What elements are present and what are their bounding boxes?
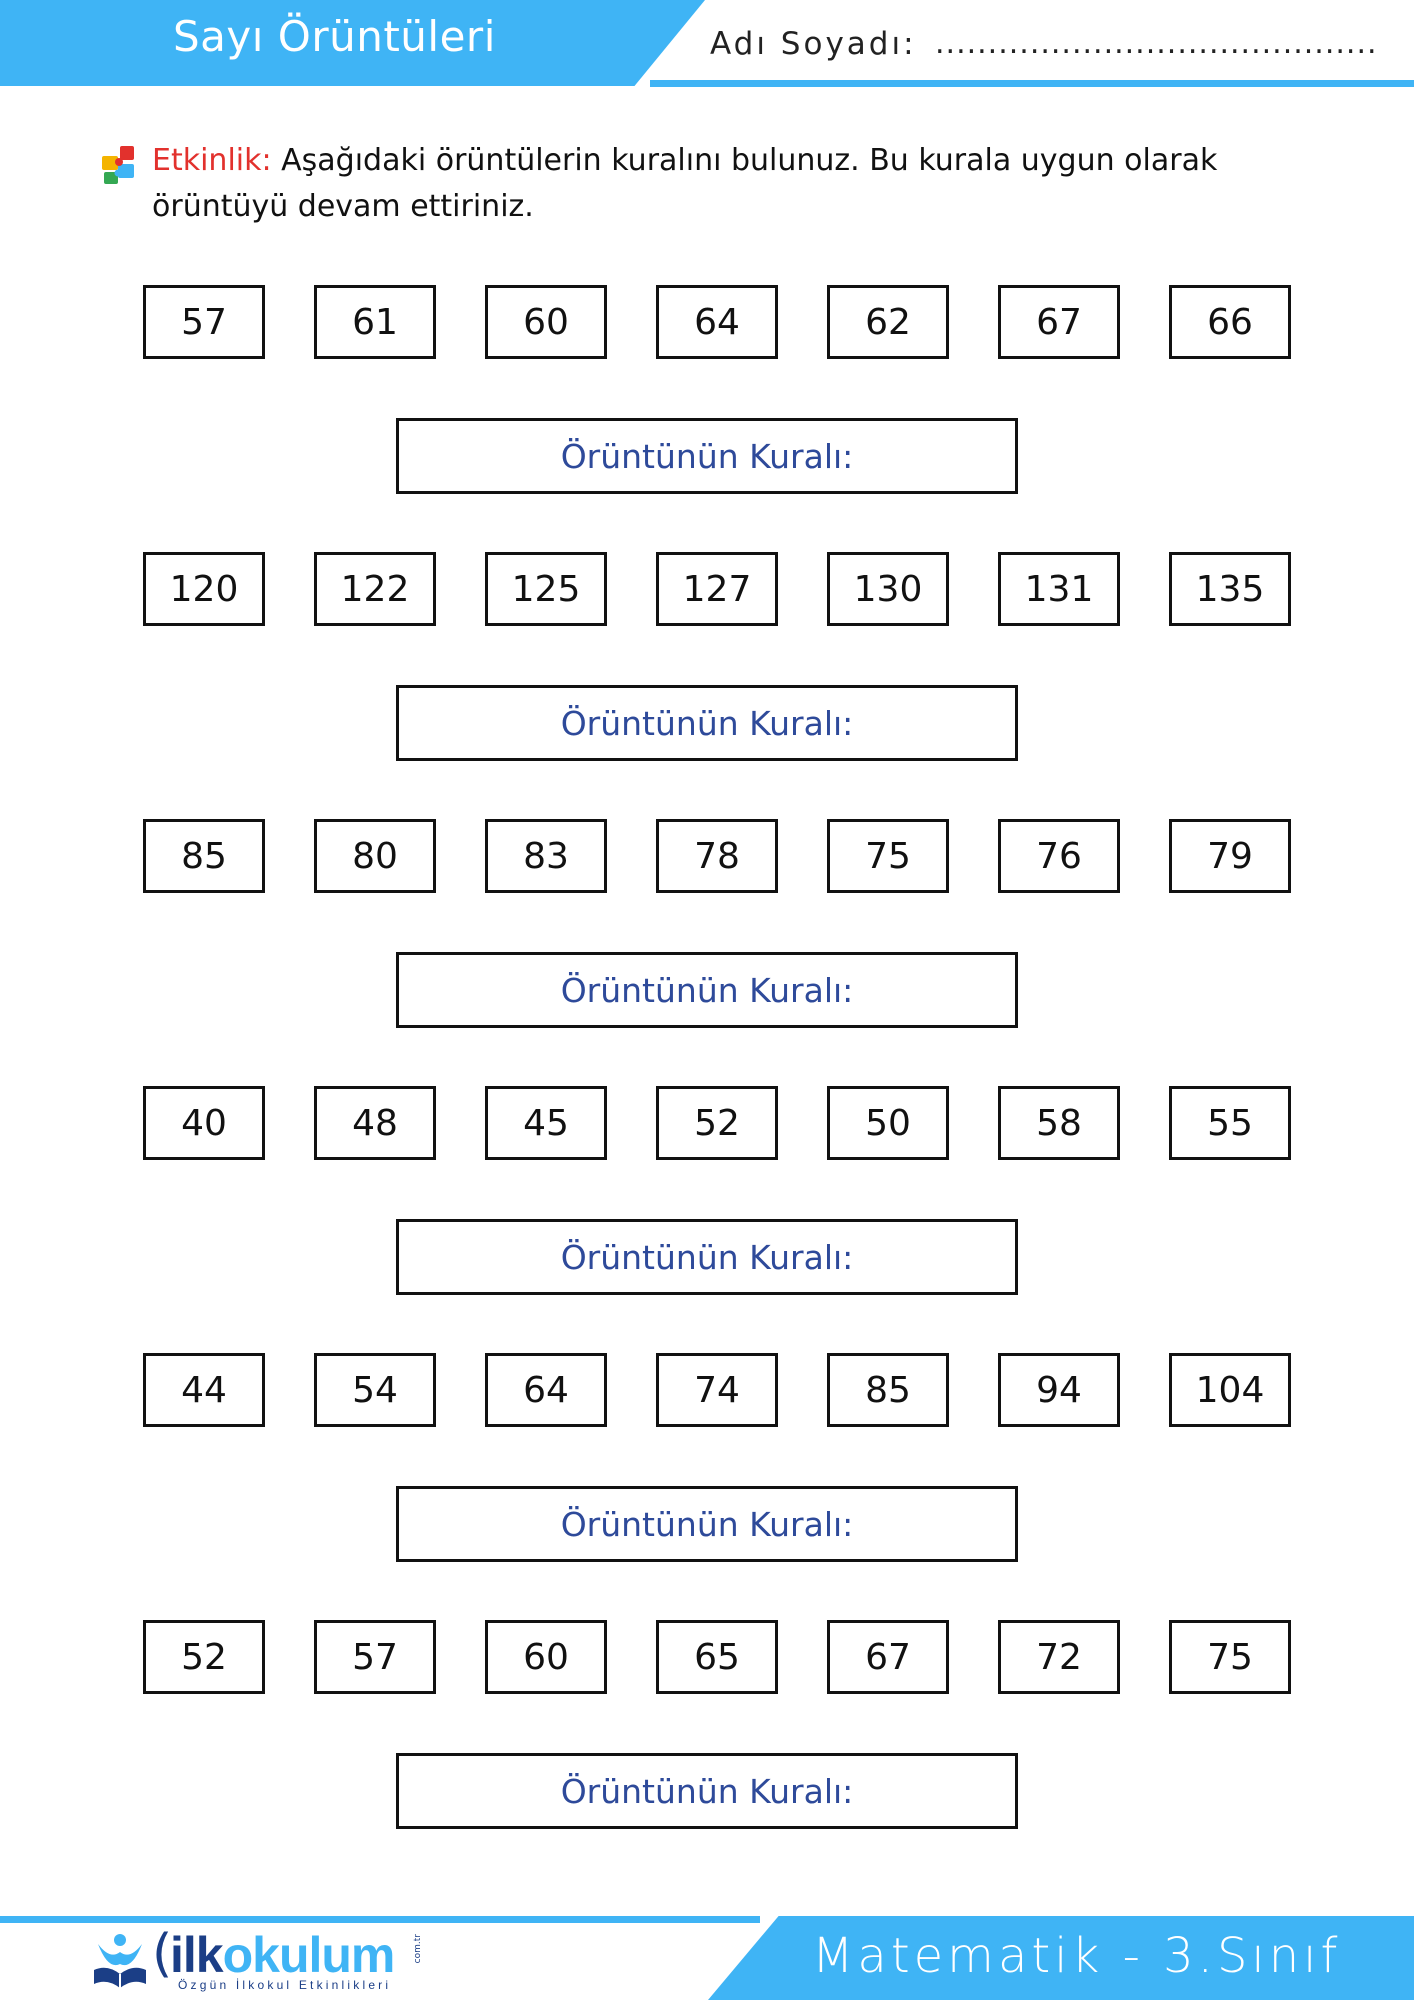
- number-box: 48: [314, 1086, 436, 1160]
- number-box: 94: [998, 1353, 1120, 1427]
- number-box: 55: [1169, 1086, 1291, 1160]
- header-band: [0, 0, 705, 86]
- logo-tagline: Özgün İlkokul Etkinlikleri: [178, 1978, 392, 1992]
- number-box: 64: [485, 1353, 607, 1427]
- page-footer: Matematik - 3.Sınıf ( ilkokulum com.tr Ö…: [0, 1912, 1414, 2000]
- instruction-text: Etkinlik: Aşağıdaki örüntülerin kuralını…: [152, 138, 1302, 230]
- pattern-rule-field[interactable]: Örüntünün Kuralı:: [396, 952, 1018, 1028]
- number-box: 75: [1169, 1620, 1291, 1694]
- number-box: 120: [143, 552, 265, 626]
- footer-line: [0, 1916, 760, 1923]
- logo-wordmark-ilk: ilk: [170, 1927, 224, 1983]
- subject-label: Matematik - 3.Sınıf: [812, 1928, 1342, 1984]
- number-box: 74: [656, 1353, 778, 1427]
- number-box: 65: [656, 1620, 778, 1694]
- instruction-label: Etkinlik:: [152, 143, 272, 178]
- number-box: 131: [998, 552, 1120, 626]
- name-fill-line[interactable]: ........................................…: [935, 26, 1378, 61]
- puzzle-icon: [102, 146, 134, 184]
- number-box: 60: [485, 1620, 607, 1694]
- number-box: 44: [143, 1353, 265, 1427]
- number-box: 60: [485, 285, 607, 359]
- number-box: 135: [1169, 552, 1291, 626]
- number-box: 45: [485, 1086, 607, 1160]
- page-header: Sayı Örüntüleri Adı Soyadı: ............…: [0, 0, 1414, 90]
- pattern-rule-field[interactable]: Örüntünün Kuralı:: [396, 1486, 1018, 1562]
- worksheet-title: Sayı Örüntüleri: [173, 12, 496, 61]
- number-box: 130: [827, 552, 949, 626]
- number-box: 57: [314, 1620, 436, 1694]
- number-box: 79: [1169, 819, 1291, 893]
- number-box: 67: [998, 285, 1120, 359]
- number-box: 85: [143, 819, 265, 893]
- pattern-rule-field[interactable]: Örüntünün Kuralı:: [396, 1753, 1018, 1829]
- number-box: 67: [827, 1620, 949, 1694]
- number-box: 40: [143, 1086, 265, 1160]
- number-box: 78: [656, 819, 778, 893]
- pattern-rule-field[interactable]: Örüntünün Kuralı:: [396, 418, 1018, 494]
- number-box: 57: [143, 285, 265, 359]
- number-box: 122: [314, 552, 436, 626]
- number-box: 62: [827, 285, 949, 359]
- pattern-rule-field[interactable]: Örüntünün Kuralı:: [396, 1219, 1018, 1295]
- logo-wordmark-okulum: okulum: [222, 1927, 396, 1983]
- instruction-body: Aşağıdaki örüntülerin kuralını bulunuz. …: [152, 143, 1218, 224]
- name-label: Adı Soyadı:: [710, 26, 917, 62]
- reading-child-book-icon: [94, 1934, 146, 1988]
- number-box: 127: [656, 552, 778, 626]
- number-box: 54: [314, 1353, 436, 1427]
- number-box: 76: [998, 819, 1120, 893]
- logo-bracket: (: [152, 1924, 173, 1984]
- number-box: 125: [485, 552, 607, 626]
- number-box: 85: [827, 1353, 949, 1427]
- header-underline: [650, 80, 1414, 87]
- number-box: 104: [1169, 1353, 1291, 1427]
- number-box: 72: [998, 1620, 1120, 1694]
- logo-wordmark: ilkokulum: [170, 1926, 396, 1984]
- number-box: 50: [827, 1086, 949, 1160]
- number-box: 52: [143, 1620, 265, 1694]
- footer-band: [708, 1916, 1414, 2000]
- pattern-rule-field[interactable]: Örüntünün Kuralı:: [396, 685, 1018, 761]
- number-box: 75: [827, 819, 949, 893]
- ilkokulum-logo: ( ilkokulum com.tr Özgün İlkokul Etkinli…: [90, 1924, 450, 1996]
- number-box: 61: [314, 285, 436, 359]
- number-box: 58: [998, 1086, 1120, 1160]
- number-box: 80: [314, 819, 436, 893]
- logo-domain: com.tr: [413, 1934, 423, 1964]
- number-box: 64: [656, 285, 778, 359]
- number-box: 66: [1169, 285, 1291, 359]
- number-box: 52: [656, 1086, 778, 1160]
- number-box: 83: [485, 819, 607, 893]
